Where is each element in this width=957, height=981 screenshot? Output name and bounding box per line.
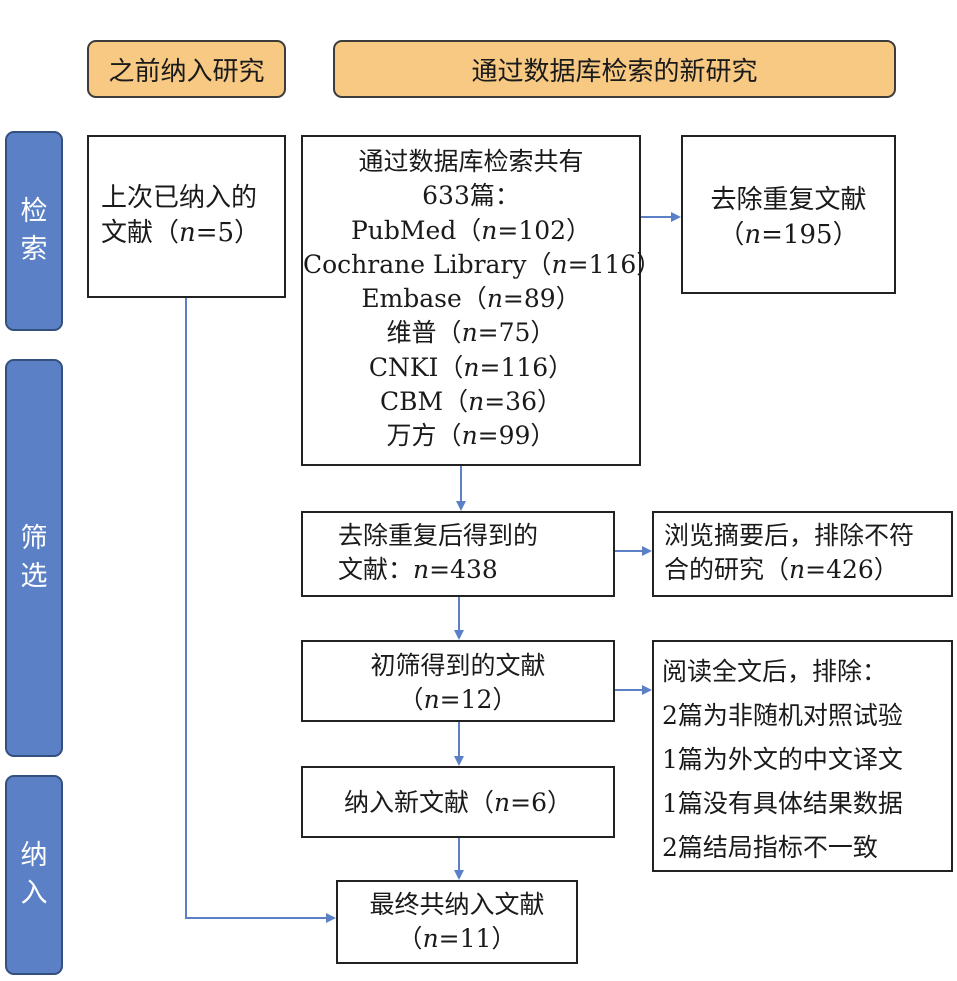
box-abstract-excluded: 浏览摘要后，排除不符 合的研究（n=426） — [652, 511, 953, 597]
box-previous-included: 上次已纳入的 文献（n=5） — [87, 135, 286, 298]
source-vip: 维普（n=75） — [386, 318, 556, 348]
final-included-line1: 最终共纳入文献 — [369, 890, 545, 919]
stage-screening: 筛 选 — [5, 359, 63, 757]
header-new-label: 通过数据库检索的新研究 — [471, 56, 758, 87]
stage-identification-char1: 检 — [20, 196, 48, 227]
after-dedup-line2: 文献：n=438 — [338, 555, 498, 584]
database-source-list: PubMed（n=102） Cochrane Library（n=116） Em… — [303, 214, 662, 454]
box-after-dedup: 去除重复后得到的 文献：n=438 — [301, 511, 615, 597]
new-included-line1: 纳入新文献（n=6） — [344, 788, 572, 817]
stage-included-char1: 纳 — [20, 840, 48, 871]
source-cnki: CNKI（n=116） — [368, 352, 574, 382]
initial-screen-line1: 初筛得到的文献 — [370, 651, 546, 680]
fulltext-exclusion-item: 2篇结局指标不一致 — [662, 833, 878, 862]
box-database-search: 通过数据库检索共有 633篇： PubMed（n=102） Cochrane L… — [301, 135, 662, 466]
source-cochrane: Cochrane Library（n=116） — [303, 249, 662, 279]
source-embase: Embase（n=89） — [361, 284, 581, 314]
duplicates-removed-line2: （n=195） — [718, 220, 859, 250]
arrow-previous-to-final — [185, 298, 336, 923]
fulltext-excluded-title: 阅读全文后，排除： — [662, 657, 888, 686]
abstract-excluded-line2: 合的研究（n=426） — [664, 555, 899, 584]
stage-included-char2: 入 — [20, 878, 48, 909]
box-fulltext-excluded: 阅读全文后，排除： 2篇为非随机对照试验 1篇为外文的中文译文 1篇没有具体结果… — [652, 640, 953, 872]
database-search-line2: 633篇： — [422, 181, 520, 211]
header-previous-studies: 之前纳入研究 — [87, 40, 286, 98]
box-initial-screen: 初筛得到的文献 （n=12） — [301, 640, 615, 722]
source-wanfang: 万方（n=99） — [386, 421, 556, 451]
previous-included-line1: 上次已纳入的 — [101, 183, 258, 213]
source-pubmed: PubMed（n=102） — [350, 215, 592, 245]
database-search-line1: 通过数据库检索共有 — [358, 147, 584, 176]
after-dedup-line1: 去除重复后得到的 — [338, 521, 539, 550]
final-included-line2: （n=11） — [397, 924, 517, 953]
box-duplicates-removed: 去除重复文献 （n=195） — [681, 135, 896, 294]
initial-screen-line2: （n=12） — [398, 685, 518, 714]
stage-identification-char2: 索 — [20, 234, 48, 265]
fulltext-exclusion-item: 1篇没有具体结果数据 — [662, 789, 903, 818]
source-cbm: CBM（n=36） — [380, 387, 562, 417]
previous-included-line2: 文献（n=5） — [101, 218, 261, 248]
header-new-studies: 通过数据库检索的新研究 — [333, 40, 896, 98]
abstract-excluded-line1: 浏览摘要后，排除不符 — [664, 521, 915, 550]
box-final-included: 最终共纳入文献 （n=11） — [336, 880, 578, 964]
fulltext-exclusion-item: 1篇为外文的中文译文 — [662, 745, 903, 774]
header-previous-label: 之前纳入研究 — [108, 56, 265, 87]
stage-identification: 检 索 — [5, 131, 63, 331]
fulltext-exclusion-item: 2篇为非随机对照试验 — [662, 701, 903, 730]
stage-screening-char1: 筛 — [20, 523, 48, 554]
stage-included: 纳 入 — [5, 775, 63, 975]
stage-screening-char2: 选 — [20, 561, 48, 592]
duplicates-removed-line1: 去除重复文献 — [710, 185, 867, 215]
box-new-included: 纳入新文献（n=6） — [301, 766, 615, 838]
